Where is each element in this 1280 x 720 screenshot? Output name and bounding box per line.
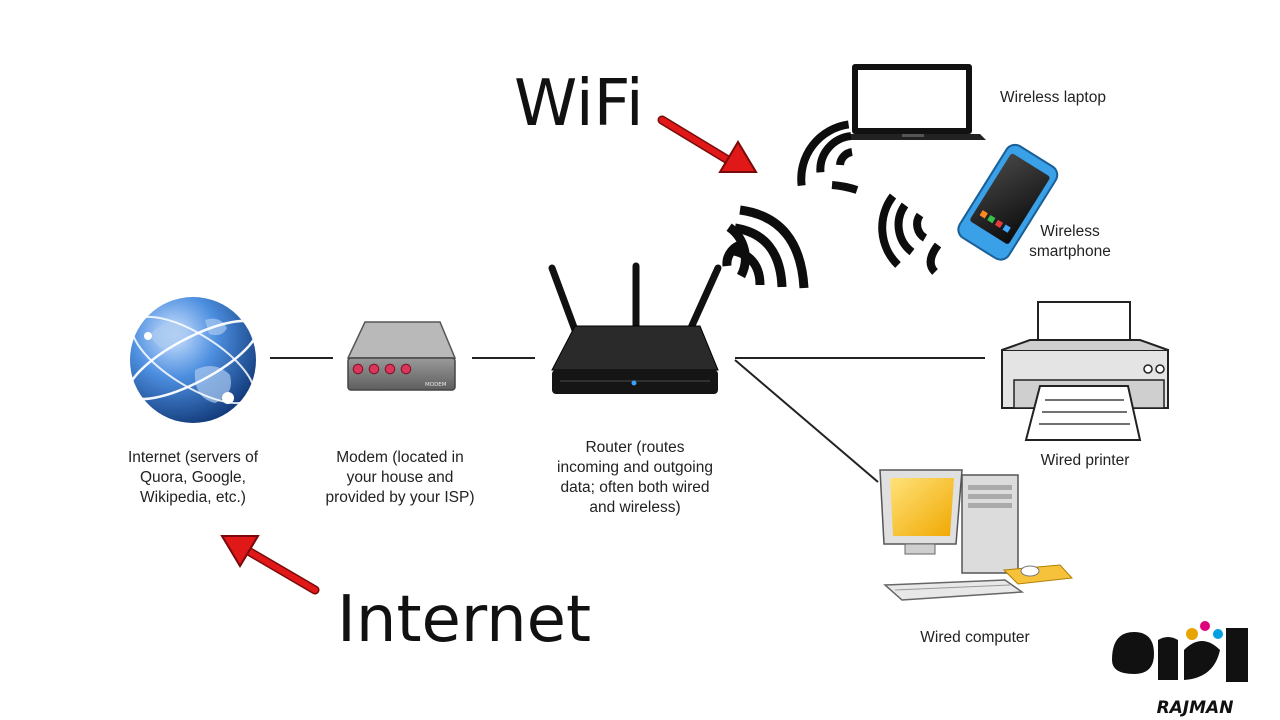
internet-caption: Internet (servers of Quora, Google, Wiki… <box>127 449 259 506</box>
modem-led <box>352 363 364 375</box>
printer-icon <box>1001 301 1169 441</box>
wifi-signal-laptop-icon <box>797 120 859 194</box>
modem-device-text: MODEM <box>425 382 447 388</box>
modem-caption: Modem (located in your house and provide… <box>325 449 475 506</box>
printer-caption: Wired printer <box>1040 452 1130 469</box>
rajman-logo-text: RAJMAN <box>1157 698 1234 718</box>
wifi-signal-router-icon <box>722 205 809 289</box>
wifi-signal-smartphone-icon <box>878 193 942 275</box>
computer-caption: Wired computer <box>920 629 1030 646</box>
smartphone-icon <box>957 143 1059 261</box>
laptop-caption: Wireless laptop <box>1000 89 1106 106</box>
internet-heading: Internet <box>337 583 592 657</box>
router-icon <box>548 262 722 394</box>
router-caption: Router (routes incoming and outgoing dat… <box>557 439 713 516</box>
connection-lines <box>270 357 985 483</box>
desktop-computer-icon <box>879 469 1074 601</box>
modem-led <box>368 363 380 375</box>
modem-icon: MODEM <box>346 321 457 391</box>
smartphone-caption: Wireless smartphone <box>1029 223 1111 260</box>
laptop-icon <box>839 64 986 140</box>
rajman-logo: RAJMAN <box>1112 621 1248 718</box>
globe-icon <box>127 297 259 423</box>
modem-led <box>400 363 412 375</box>
wifi-arrow-icon <box>657 115 758 173</box>
modem-led <box>384 363 396 375</box>
line-router-computer <box>734 359 879 483</box>
internet-arrow-icon <box>220 535 320 595</box>
wifi-heading: WiFi <box>514 67 644 141</box>
